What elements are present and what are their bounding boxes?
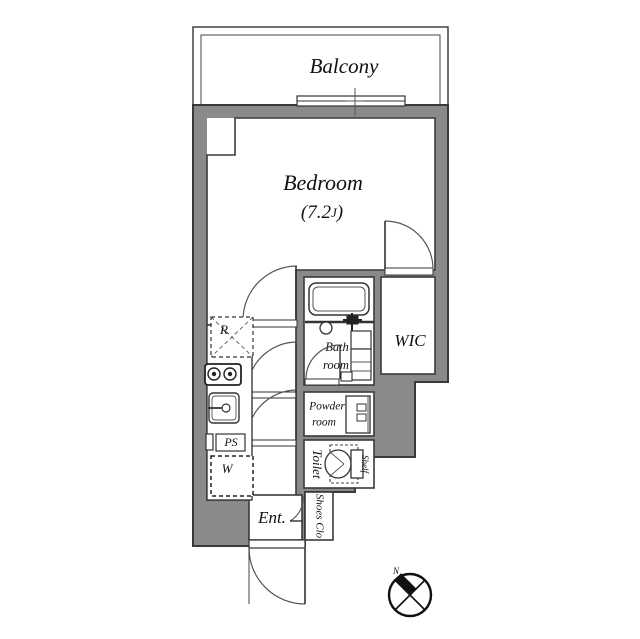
toilet-bowl-shape: [324, 449, 352, 479]
toilet-label: Toilet: [310, 449, 325, 479]
wic-area: WIC: [384, 220, 434, 350]
powder-room-vanity: [345, 395, 371, 434]
bedroom-area-number: (7.2: [301, 202, 332, 223]
shoes-closet-floor: [304, 491, 334, 541]
shoes-closet-door[interactable]: [289, 495, 304, 522]
wic-label: WIC: [394, 331, 426, 350]
toilet-door-opening[interactable]: [245, 439, 297, 447]
interior-spaces: [206, 117, 436, 541]
entrance-area: Ent. Shoes Clo: [248, 494, 325, 605]
powder-room-label-line2: room: [312, 417, 336, 429]
toilet-mark-2: [329, 463, 345, 477]
stove-burner-1-center: [211, 371, 217, 377]
vanity-basin: [356, 403, 367, 412]
shower-body: [350, 348, 372, 381]
wic-floor: [380, 276, 436, 375]
refrigerator-label: R: [219, 322, 228, 337]
bathroom-swing-door[interactable]: [304, 344, 341, 386]
wic-swing-door[interactable]: [384, 220, 434, 276]
compass-rose: N: [387, 566, 433, 618]
entrance-swing-door[interactable]: [248, 539, 306, 605]
shelf-label: Shelf: [360, 455, 370, 474]
wic-door-swing-arc: [384, 220, 434, 270]
balcony-sliding-door[interactable]: [296, 88, 406, 116]
kitchen-fixtures: R PS W: [204, 316, 254, 501]
balcony-label: Balcony: [310, 54, 379, 78]
bedroom-swing-door[interactable]: [242, 265, 298, 328]
entrance-label: Ent.: [257, 508, 286, 527]
vanity-drawer: [356, 413, 367, 422]
compass-north-needle: [394, 573, 417, 596]
bedroom-label: Bedroom: [283, 170, 363, 195]
bathroom-fixtures: Bath room: [304, 282, 374, 386]
shoes-closet-swing-arc: [289, 495, 304, 522]
bedroom-area-label: (7.2J): [301, 202, 343, 223]
washer-outline: [210, 455, 254, 497]
powder-room-label-line1: Powder: [308, 401, 345, 413]
refrigerator-diag-2: [210, 316, 254, 358]
entrance-door-opening[interactable]: [248, 539, 306, 549]
powder-room-area: Powder room: [245, 341, 371, 434]
round-basin: [319, 321, 333, 335]
bedroom-labels: Bedroom (7.2J): [283, 170, 363, 223]
shoes-closet-label: Shoes Clo: [313, 494, 325, 539]
washer-label: W: [222, 461, 234, 476]
bathroom-label-line2: room: [323, 358, 349, 372]
bedroom-door-swing-arc: [242, 265, 298, 321]
bedroom-area-close: ): [336, 202, 343, 223]
bathroom-door-opening[interactable]: [304, 378, 340, 386]
toilet-tank: [350, 449, 364, 479]
bathtub-inner: [312, 286, 366, 312]
wic-door-opening[interactable]: [384, 267, 434, 276]
balcony-area: Balcony: [192, 26, 449, 106]
kitchen-sink-drain: [221, 403, 231, 413]
toilet-mark-1: [329, 451, 345, 465]
shower-unit: [340, 330, 372, 382]
stove-burner-2-center: [227, 371, 233, 377]
entrance-door-swing-arc: [248, 547, 306, 605]
bathroom-label-line1: Bath: [325, 340, 349, 354]
pipe-shaft-box: [215, 433, 246, 452]
bathroom-door-swing-arc: [305, 344, 341, 380]
balcony-inner-rect: [200, 34, 441, 106]
shower-drain: [340, 371, 353, 382]
pipe-shaft-label: PS: [223, 435, 237, 449]
toilet-bowl: [324, 444, 364, 484]
compass-north-label: N: [392, 566, 400, 576]
bedroom-area-unit: J: [331, 205, 338, 220]
pipe-shaft-duct: [205, 433, 214, 451]
shower-head-box: [350, 330, 372, 350]
